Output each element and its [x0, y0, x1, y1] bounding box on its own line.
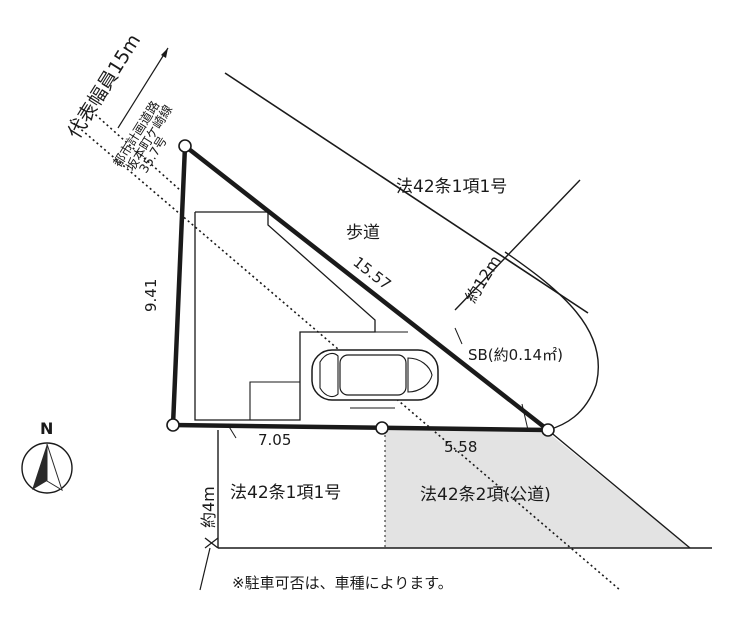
lower-left-road-label: 法42条1項1号	[230, 483, 341, 503]
road-cross-line	[454, 179, 581, 311]
public-road-area	[385, 430, 690, 548]
boundary-point-top	[178, 139, 192, 153]
north-compass: N	[21, 419, 73, 494]
sb-label: SB(約0.14㎡)	[468, 346, 563, 364]
boundary-point-bottom-mid	[375, 421, 389, 435]
boundary-point-bottom-left	[166, 418, 180, 432]
car-icon	[311, 349, 439, 401]
planned-road-dotted-line-2	[87, 107, 181, 191]
site-boundary	[170, 143, 551, 433]
width-12m-label: 約12m	[461, 252, 505, 306]
bottom-dim-tick	[227, 424, 237, 439]
bottom-right-dimension: 5.58	[444, 438, 477, 456]
hypotenuse-dimension: 15.57	[350, 253, 395, 294]
road-main-label: 法42条1項1号	[396, 177, 507, 197]
road-end-curve	[504, 251, 599, 431]
building-inner-step	[249, 381, 300, 420]
road-width-arrow	[117, 47, 169, 129]
north-label: N	[40, 419, 53, 438]
road-width-arrowhead	[161, 48, 168, 58]
public-road-label: 法42条2項(公道)	[420, 485, 551, 505]
sidewalk-label: 歩道	[346, 223, 380, 243]
sb-leader	[454, 327, 463, 345]
sb-marker	[521, 403, 529, 431]
lower-road-extension	[199, 547, 211, 591]
road-diagonal-lower	[547, 429, 691, 549]
road-boundary-line	[224, 72, 589, 314]
boundary-point-bottom-right	[541, 423, 555, 437]
road-4m-label: 約4m	[199, 486, 218, 528]
left-dimension: 9.41	[142, 279, 160, 312]
lower-road-diagonal-tick	[204, 537, 219, 549]
bottom-left-dimension: 7.05	[258, 431, 291, 449]
parking-note: ※駐車可否は、車種によります。	[232, 574, 453, 592]
